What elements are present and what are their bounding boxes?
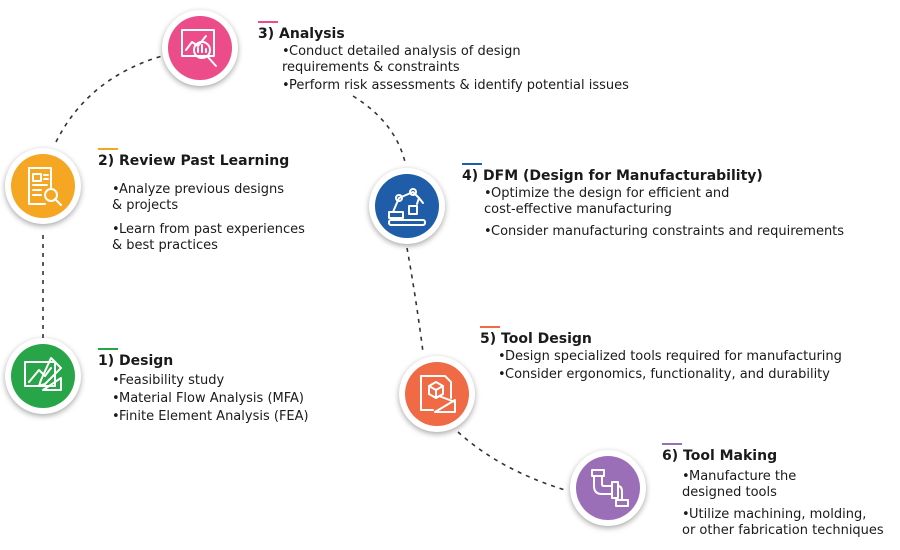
- step-analysis: 3) Analysis •Conduct detailed analysis o…: [258, 21, 629, 94]
- node-tool-making-circle: [576, 456, 640, 520]
- step-dfm: 4) DFM (Design for Manufacturability) •O…: [462, 163, 845, 240]
- bullet-item: •Learn from past experiences & best prac…: [112, 222, 305, 253]
- step-name: DFM (Design for Manufacturability): [483, 168, 763, 184]
- bullet-item: •Optimize the design for efficient and c…: [484, 186, 730, 217]
- bullet-item: •Finite Element Analysis (FEA): [112, 409, 309, 424]
- bullet-item: •Feasibility study: [112, 373, 225, 388]
- step-number: 1): [98, 353, 115, 369]
- step-name: Design: [119, 353, 174, 369]
- robot-arm-icon: [388, 188, 426, 226]
- node-tool-design: [399, 356, 475, 432]
- bullet-item: •Conduct detailed analysis of design req…: [282, 44, 521, 75]
- step-number: 3): [258, 26, 275, 42]
- step-number: 2): [98, 153, 115, 169]
- step-name: Tool Design: [501, 331, 592, 347]
- step-tool-design: 5) Tool Design •Design specialized tools…: [480, 326, 842, 383]
- bullet-item: •Perform risk assessments & identify pot…: [282, 78, 629, 93]
- connector-dfm-tooldesign: [406, 247, 424, 353]
- node-analysis-circle: [168, 16, 232, 80]
- bullet-item: •Consider ergonomics, functionality, and…: [498, 367, 830, 382]
- step-number: 5): [480, 331, 497, 347]
- drafting-icon: [24, 357, 62, 391]
- step-title: 2) Review Past Learning: [98, 152, 305, 170]
- connector-tooldesign-toolmaking: [457, 431, 566, 491]
- accent-bar: [662, 443, 682, 445]
- step-number: 6): [662, 448, 679, 464]
- accent-bar: [480, 326, 500, 328]
- node-tool-making: [570, 450, 646, 526]
- bullet-item: •Utilize machining, molding, or other fa…: [682, 507, 884, 538]
- step-number: 4): [462, 168, 479, 184]
- document-search-icon: [28, 167, 62, 206]
- accent-bar: [462, 163, 482, 165]
- cube-blueprint-icon: [420, 375, 456, 413]
- step-title: 1) Design: [98, 352, 309, 370]
- step-design: 1) Design •Feasibility study •Material F…: [98, 348, 309, 425]
- accent-bar: [98, 148, 118, 150]
- bullet-item: •Design specialized tools required for m…: [498, 349, 842, 364]
- bullet-item: •Manufacture the designed tools: [682, 469, 797, 500]
- accent-bar: [258, 21, 278, 23]
- pipe-icon: [591, 469, 629, 507]
- step-title: 6) Tool Making: [662, 447, 884, 465]
- connector-analysis-dfm: [352, 95, 406, 163]
- step-title: 3) Analysis: [258, 25, 629, 43]
- step-name: Tool Making: [683, 448, 778, 464]
- node-design: [5, 338, 81, 414]
- step-name: Review Past Learning: [119, 153, 290, 169]
- step-review: 2) Review Past Learning •Analyze previou…: [98, 148, 305, 254]
- step-name: Analysis: [279, 26, 345, 42]
- accent-bar: [98, 348, 118, 350]
- node-dfm-circle: [375, 174, 439, 238]
- bullet-item: •Analyze previous designs & projects: [112, 182, 284, 213]
- connector-review-analysis: [55, 55, 163, 143]
- bullet-item: •Consider manufacturing constraints and …: [484, 224, 845, 239]
- step-title: 4) DFM (Design for Manufacturability): [462, 167, 844, 185]
- bullet-item: •Material Flow Analysis (MFA): [112, 391, 304, 406]
- node-analysis: [162, 10, 238, 86]
- step-title: 5) Tool Design: [480, 330, 842, 348]
- step-tool-making: 6) Tool Making •Manufacture the designed…: [662, 443, 884, 539]
- analytics-search-icon: [181, 29, 217, 67]
- node-dfm: [369, 168, 445, 244]
- node-review: [5, 148, 81, 224]
